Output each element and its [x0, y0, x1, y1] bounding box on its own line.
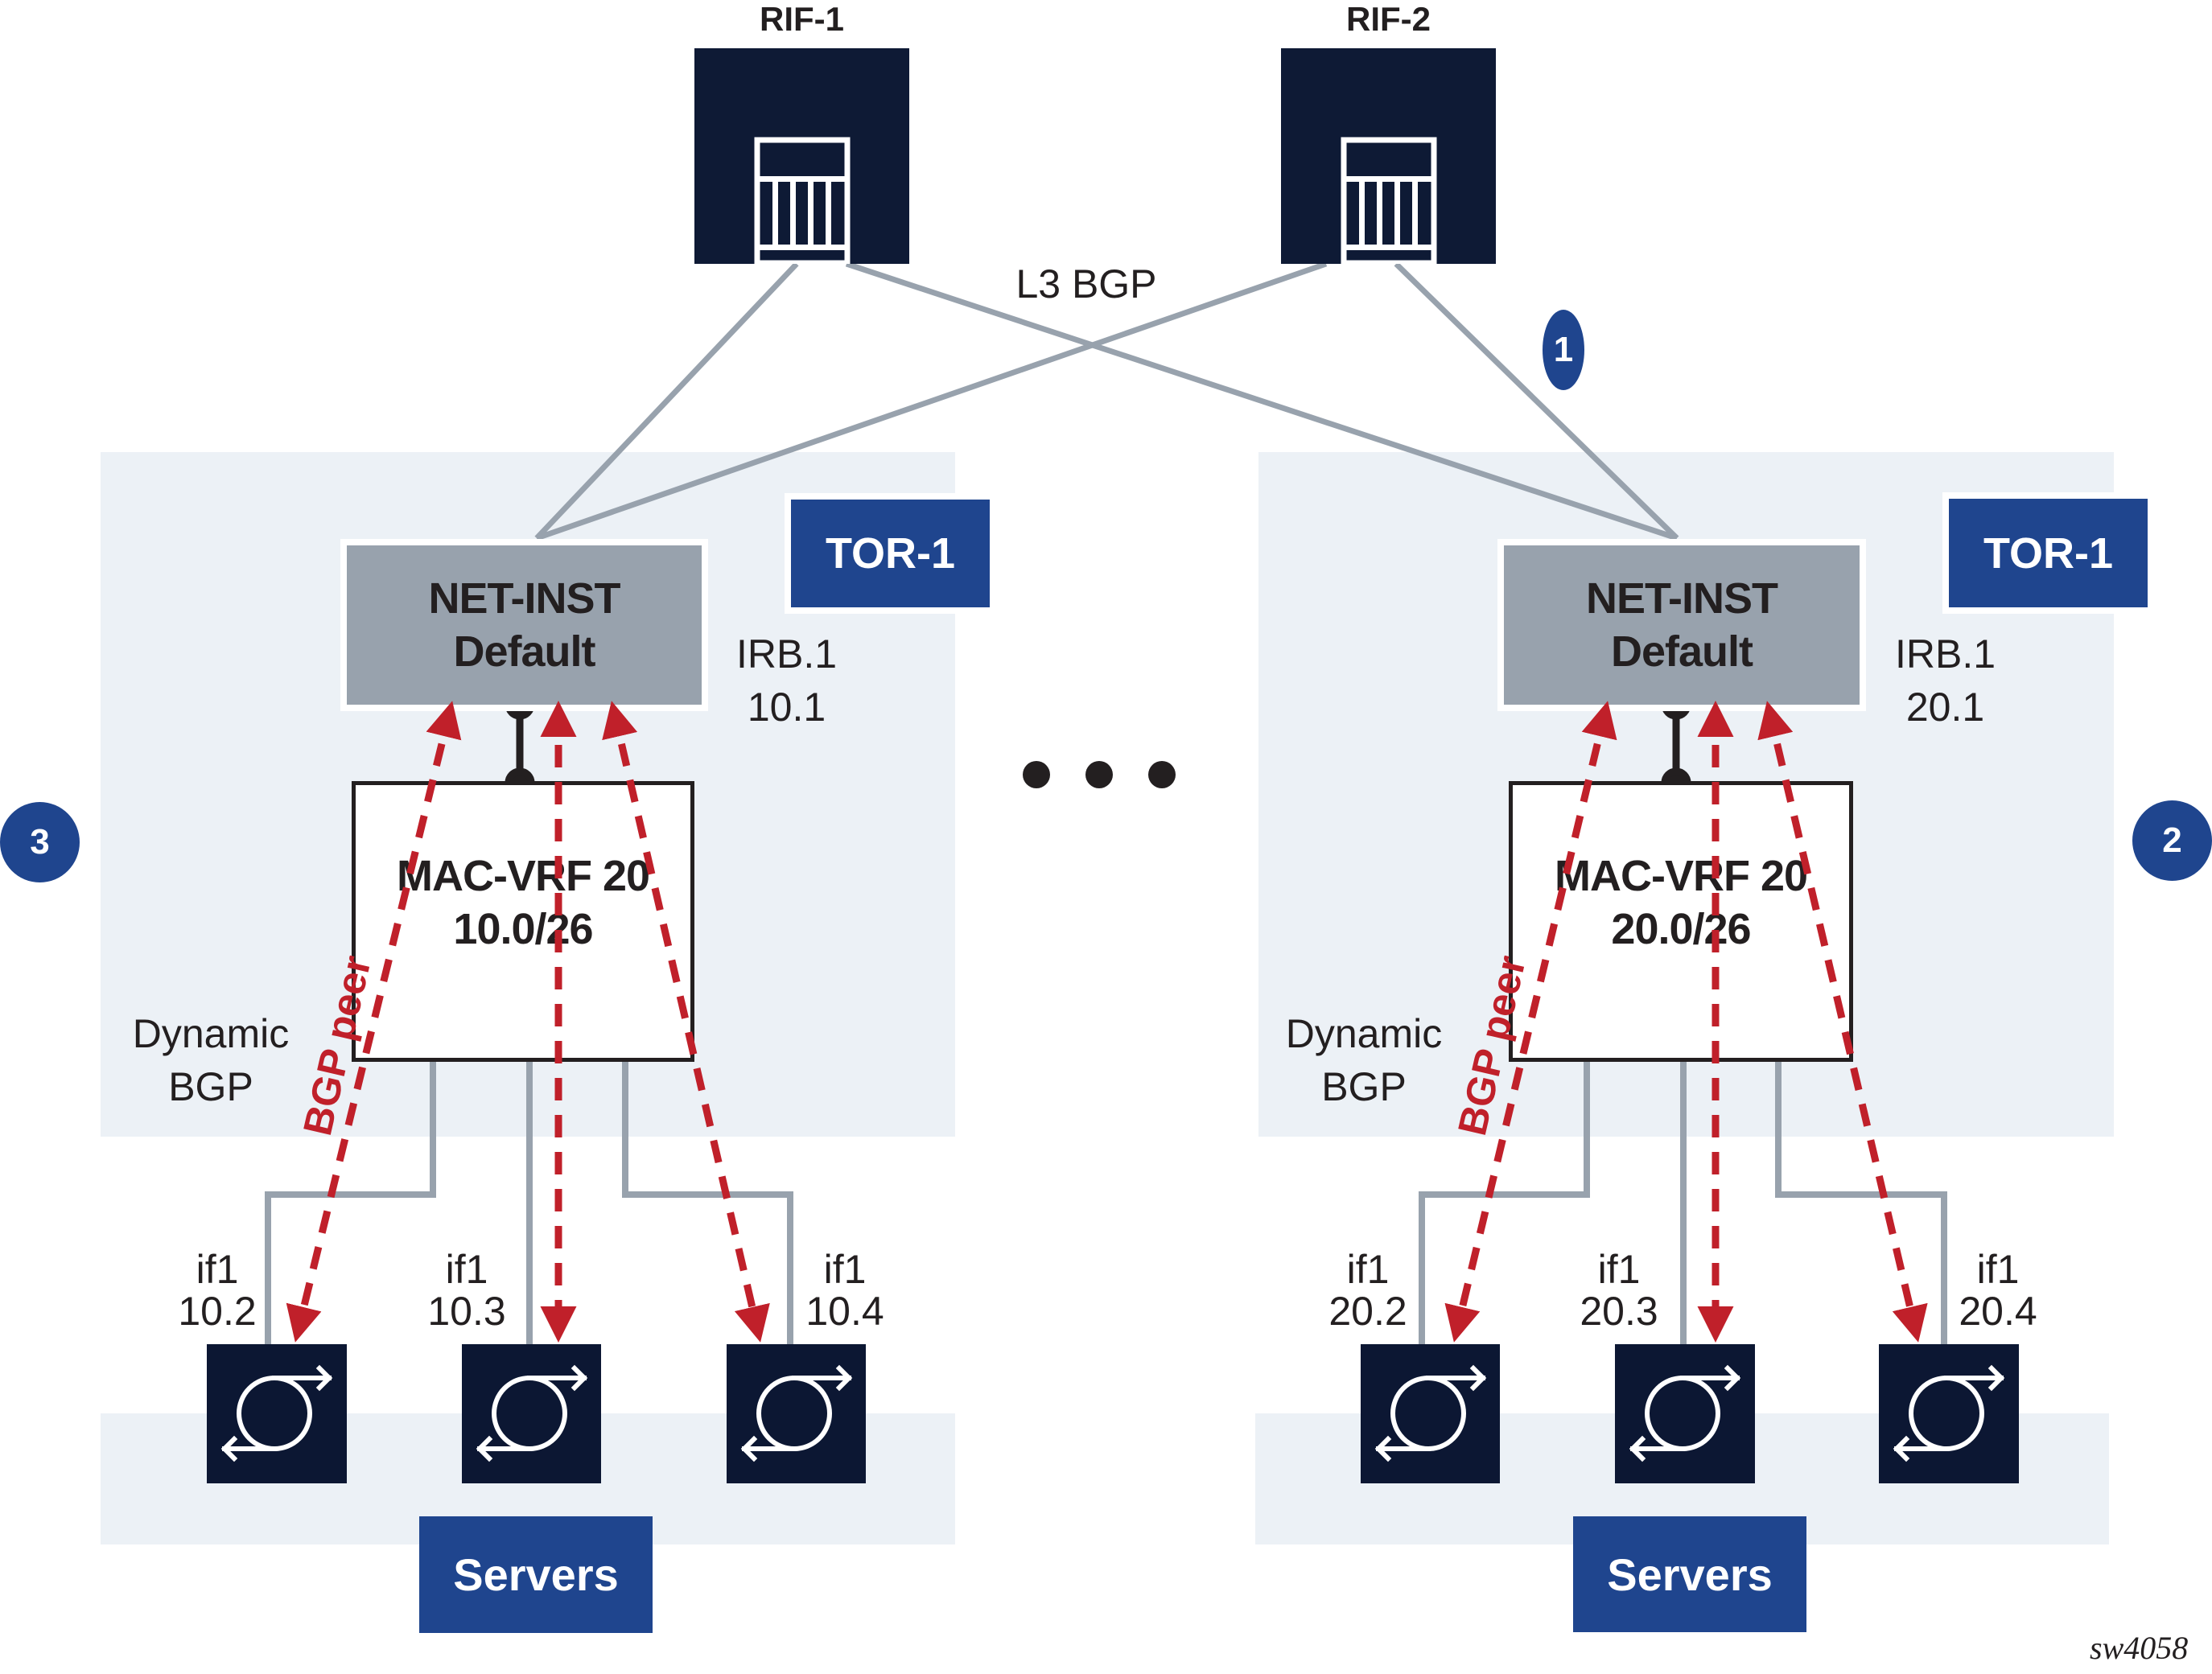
irb-right-name: IRB.1 [1894, 631, 1996, 677]
arrow-right [1680, 1364, 1741, 1392]
irb-left-ip: 10.1 [747, 685, 826, 730]
server-sync-icon [220, 1364, 333, 1462]
uplink-rif1-tor-left [534, 261, 799, 541]
server-sync-icon [1893, 1364, 2005, 1462]
dynamic-bgp-left-line1: Dynamic [132, 1011, 290, 1056]
dynamic-bgp-right-line1: Dynamic [1285, 1011, 1443, 1056]
server-right-2[interactable] [1615, 1344, 1755, 1483]
mac-vrf-right-line1: MAC-VRF 20 [1554, 852, 1808, 900]
server-right-3-ip: 20.4 [1959, 1289, 2037, 1334]
tor-left-label: TOR-1 [791, 500, 990, 607]
server-left-1-label: if1 10.2 [161, 1248, 274, 1332]
mac-vrf-right-line2: 20.0/26 [1611, 905, 1751, 953]
tor-right-label: TOR-1 [1949, 499, 2148, 607]
sync-circle [492, 1376, 567, 1451]
server-right-1-label: if1 20.2 [1312, 1248, 1424, 1332]
sync-circle [1645, 1376, 1720, 1451]
server-left-3-ip: 10.4 [805, 1289, 884, 1334]
dynamic-bgp-right: Dynamic BGP [1267, 1007, 1460, 1113]
arrow-left [476, 1435, 532, 1462]
server-left-3-iface: if1 [823, 1247, 867, 1292]
router-chassis-icon [1341, 137, 1437, 266]
arrow-right [527, 1364, 588, 1392]
sync-circle [237, 1376, 312, 1451]
rif-2-title: RIF-2 [1346, 0, 1431, 38]
uplink-rif1-tor-right [845, 261, 1679, 541]
rif-1-router[interactable] [694, 48, 909, 266]
l3-bgp-label: L3 BGP [1015, 261, 1157, 306]
mac-vrf-left-line2: 10.0/26 [453, 905, 593, 953]
server-right-2-iface: if1 [1597, 1247, 1641, 1292]
mac-vrf-left[interactable]: MAC-VRF 20 10.0/26 [352, 781, 694, 1062]
server-link-left-3 [622, 1060, 793, 1344]
arrow-left [740, 1435, 797, 1462]
mac-vrf-left-line1: MAC-VRF 20 [396, 852, 650, 900]
server-left-3-label: if1 10.4 [789, 1248, 901, 1332]
uplink-rif2-tor-left [535, 261, 1328, 541]
irb-left-label: IRB.1 10.1 [716, 627, 857, 734]
irb-left-name: IRB.1 [735, 631, 838, 677]
dynamic-bgp-left: Dynamic BGP [114, 1007, 307, 1113]
server-left-1[interactable] [207, 1344, 347, 1483]
server-right-1-iface: if1 [1346, 1247, 1390, 1292]
arrow-right [272, 1364, 333, 1392]
server-right-3[interactable] [1879, 1344, 2019, 1483]
step-badge-1: 1 [1543, 310, 1584, 390]
step-badge-2: 2 [2132, 800, 2212, 881]
server-left-1-iface: if1 [196, 1247, 239, 1292]
net-inst-right-line2: Default [1610, 627, 1753, 676]
arrow-right [1944, 1364, 2005, 1392]
server-right-2-ip: 20.3 [1580, 1289, 1658, 1334]
dynamic-bgp-right-line2: BGP [1321, 1064, 1407, 1109]
server-left-2[interactable] [462, 1344, 601, 1483]
server-left-2-iface: if1 [445, 1247, 488, 1292]
server-sync-icon [476, 1364, 588, 1462]
server-link-right-3 [1775, 1060, 1947, 1344]
server-right-2-label: if1 20.3 [1563, 1248, 1675, 1332]
rif-2-router[interactable] [1281, 48, 1496, 266]
rif-1-title: RIF-1 [760, 0, 844, 38]
dynamic-bgp-left-line2: BGP [168, 1064, 253, 1109]
figure-id: sw4058 [2090, 1630, 2189, 1666]
arrow-left [1893, 1435, 1949, 1462]
server-right-1[interactable] [1361, 1344, 1500, 1483]
arrow-right [1426, 1364, 1487, 1392]
server-sync-icon [1629, 1364, 1741, 1462]
server-left-2-label: if1 10.3 [410, 1248, 523, 1332]
step-badge-3: 3 [0, 802, 80, 882]
server-left-2-ip: 10.3 [427, 1289, 506, 1334]
arrow-left [1629, 1435, 1685, 1462]
irb-right-label: IRB.1 20.1 [1875, 627, 2016, 734]
server-right-3-iface: if1 [1976, 1247, 2020, 1292]
arrow-left [220, 1435, 277, 1462]
server-sync-icon [740, 1364, 853, 1462]
server-right-1-ip: 20.2 [1328, 1289, 1407, 1334]
net-inst-right[interactable]: NET-INST Default [1504, 545, 1860, 705]
net-inst-left-line1: NET-INST [428, 574, 620, 623]
arrow-left [1374, 1435, 1431, 1462]
net-inst-left-line2: Default [453, 627, 595, 676]
sync-circle [756, 1376, 832, 1451]
servers-left-label: Servers [419, 1516, 653, 1633]
router-chassis-icon [754, 137, 851, 266]
server-left-3[interactable] [727, 1344, 866, 1483]
net-inst-left[interactable]: NET-INST Default [347, 545, 702, 705]
server-sync-icon [1374, 1364, 1487, 1462]
servers-right-label: Servers [1573, 1516, 1806, 1632]
mac-vrf-right[interactable]: MAC-VRF 20 20.0/26 [1509, 781, 1853, 1062]
uplink-rif2-tor-right [1394, 261, 1679, 541]
server-left-1-ip: 10.2 [178, 1289, 257, 1334]
sync-circle [1909, 1376, 1984, 1451]
sync-circle [1390, 1376, 1466, 1451]
server-right-3-label: if1 20.4 [1942, 1248, 2054, 1332]
irb-right-ip: 20.1 [1905, 685, 1985, 730]
net-inst-right-line1: NET-INST [1585, 574, 1778, 623]
arrow-right [792, 1364, 853, 1392]
